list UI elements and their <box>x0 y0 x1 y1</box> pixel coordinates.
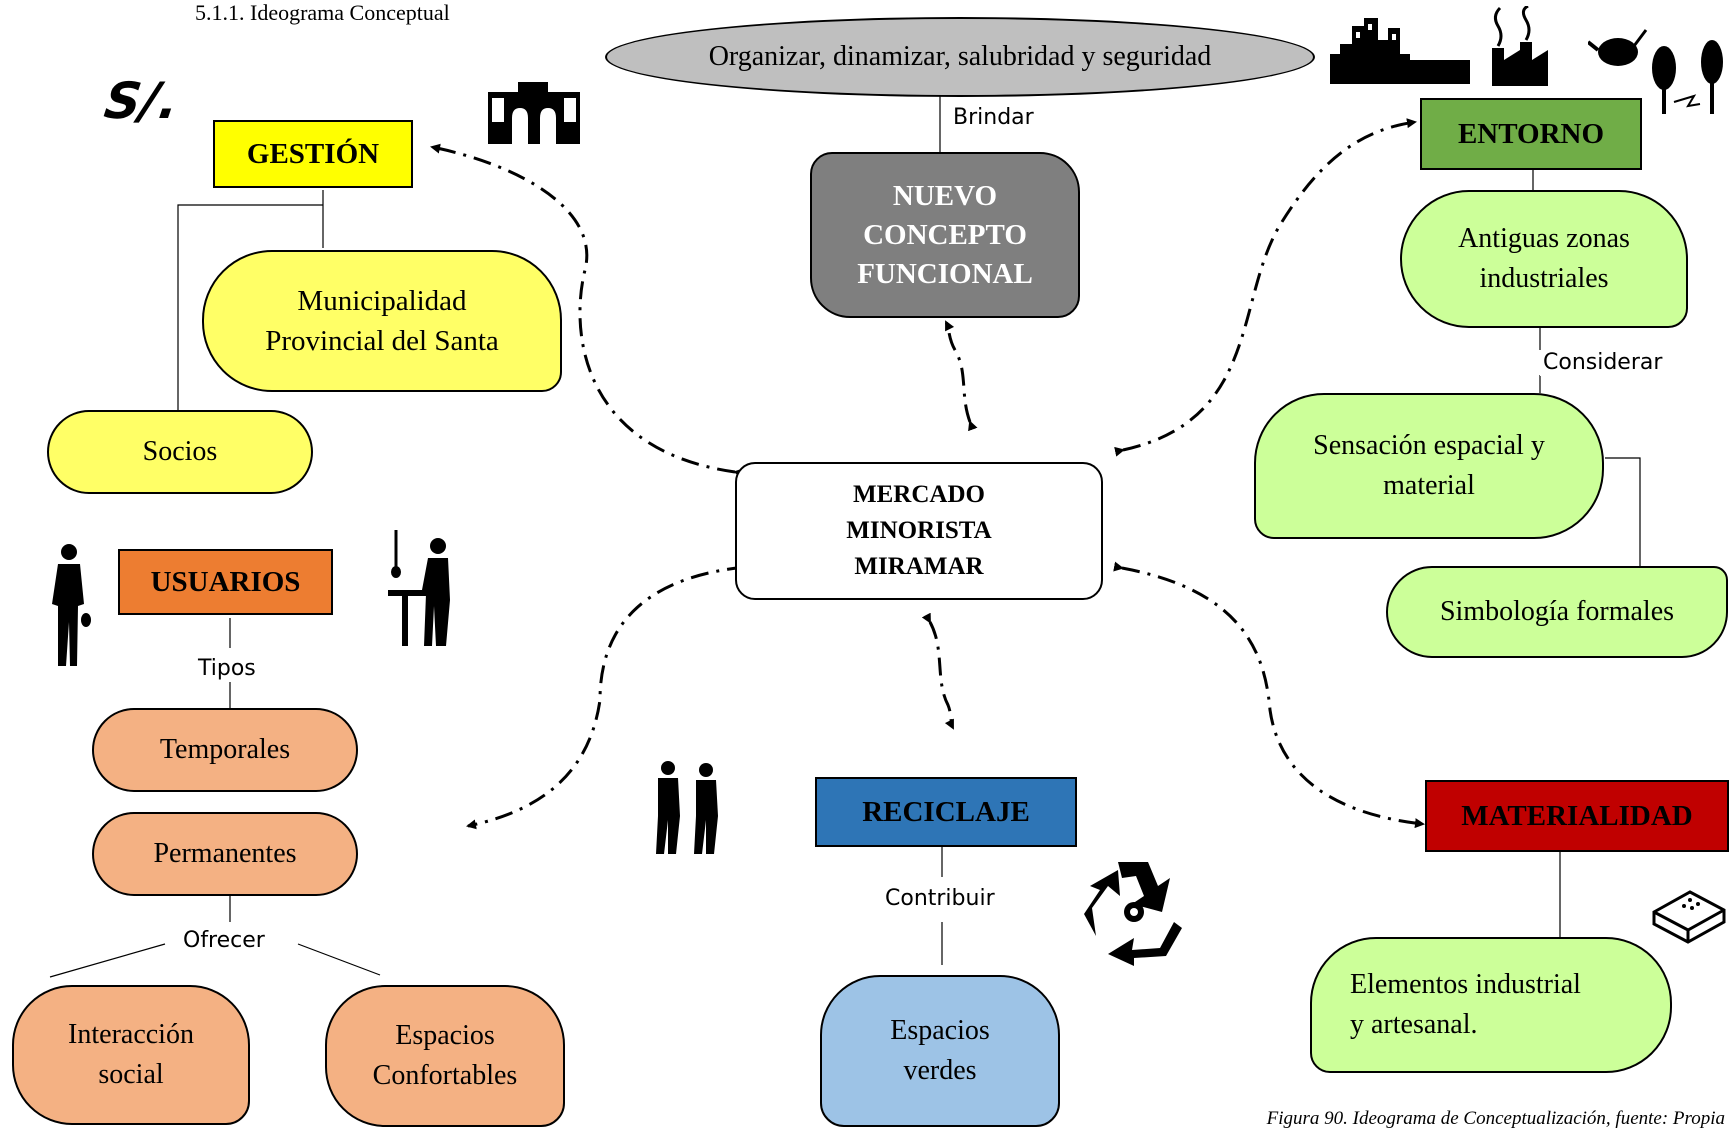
interaccion-line-2: social <box>98 1059 164 1090</box>
factory-icon <box>1492 6 1548 86</box>
usuarios-title: USUARIOS <box>150 565 301 598</box>
section-heading: 5.1.1. Ideograma Conceptual <box>195 0 450 25</box>
person-walking-icon <box>52 544 91 666</box>
interaccion-node: Interacción social <box>12 985 250 1125</box>
goal-text: Organizar, dinamizar, salubridad y segur… <box>708 41 1212 72</box>
brindar-label: Brindar <box>950 105 1037 131</box>
city-skyline-icon <box>1330 18 1470 84</box>
materialidad-title-box: MATERIALIDAD <box>1425 780 1729 852</box>
sensacion-simbologia-line <box>1605 457 1641 566</box>
trees-icon <box>1652 40 1723 114</box>
brick-block-icon <box>1652 890 1726 944</box>
tipos-label: Tipos <box>195 656 259 682</box>
reciclaje-title: RECICLAJE <box>862 795 1030 828</box>
gestion-title-box: GESTIÓN <box>213 120 413 188</box>
gestion-title: GESTIÓN <box>246 137 380 170</box>
center-line-3: MIRAMAR <box>854 553 984 580</box>
elementos-line-1: Elementos industrial <box>1350 969 1581 1000</box>
temporales-node: Temporales <box>92 708 358 792</box>
center-line-1: MERCADO <box>853 481 985 508</box>
tree-bird-icon <box>1588 29 1648 66</box>
concept-line-3: FUNCIONAL <box>857 257 1033 290</box>
concept-line-1: NUEVO <box>892 179 998 212</box>
arrow-center-concept <box>944 320 978 432</box>
entorno-title-box: ENTORNO <box>1420 98 1642 170</box>
espacios-line-1: Espacios <box>395 1020 495 1051</box>
vendor-at-counter-icon <box>388 530 450 646</box>
municipalidad-line-2: Provincial del Santa <box>265 325 499 357</box>
sensacion-line-2: material <box>1383 470 1475 501</box>
concept-box: NUEVO CONCEPTO FUNCIONAL <box>810 152 1080 318</box>
center-line-2: MINORISTA <box>846 517 992 544</box>
zonas-line-2: industriales <box>1479 263 1609 294</box>
elementos-line-2: y artesanal. <box>1350 1009 1478 1040</box>
figure-caption: Figura 90. Ideograma de Conceptualizació… <box>1266 1108 1725 1129</box>
socios-text: Socios <box>142 436 218 467</box>
arrow-center-reciclaje <box>921 612 955 730</box>
arrow-center-gestion <box>430 143 744 479</box>
espacios-confortables-node: Espacios Confortables <box>325 985 565 1127</box>
espacios-verdes-node: Espacios verdes <box>820 975 1060 1127</box>
permanentes-text: Permanentes <box>153 838 297 869</box>
people-talking-icon <box>656 761 718 854</box>
zonas-line-1: Antiguas zonas <box>1458 223 1630 254</box>
reciclaje-title-box: RECICLAJE <box>815 777 1077 847</box>
espacios-line-2: Confortables <box>372 1060 518 1091</box>
sensacion-node: Sensación espacial y material <box>1254 393 1604 539</box>
arrow-center-entorno <box>1114 118 1417 457</box>
sensacion-line-1: Sensación espacial y <box>1313 430 1545 461</box>
contribuir-label: Contribuir <box>882 886 998 912</box>
interaccion-line-1: Interacción <box>68 1019 194 1050</box>
antiguas-zonas-node: Antiguas zonas industriales <box>1400 190 1688 328</box>
permanentes-node: Permanentes <box>92 812 358 896</box>
usuarios-title-box: USUARIOS <box>118 549 333 615</box>
simbologia-node: Simbología formales <box>1386 566 1728 658</box>
center-node: MERCADO MINORISTA MIRAMAR <box>735 462 1103 600</box>
ofrecer-label: Ofrecer <box>180 928 268 954</box>
temporales-text: Temporales <box>159 734 291 765</box>
concept-line-2: CONCEPTO <box>863 218 1027 251</box>
building-facade-icon <box>488 82 580 144</box>
recycle-icon <box>1084 862 1182 966</box>
arrow-center-materialidad <box>1113 561 1425 829</box>
ofrecer-interaccion-line <box>49 943 166 978</box>
arrow-center-usuarios <box>466 561 754 830</box>
simbologia-text: Simbología formales <box>1439 596 1675 627</box>
materialidad-title: MATERIALIDAD <box>1461 799 1693 832</box>
ofrecer-espacios-line <box>297 943 381 976</box>
verdes-line-1: Espacios <box>890 1015 990 1046</box>
goal-ellipse: Organizar, dinamizar, salubridad y segur… <box>605 17 1315 97</box>
municipalidad-line-1: Municipalidad <box>297 285 467 317</box>
verdes-line-2: verdes <box>903 1055 977 1086</box>
municipalidad-node: Municipalidad Provincial del Santa <box>202 250 562 392</box>
elementos-node: Elementos industrial y artesanal. <box>1310 937 1672 1073</box>
currency-icon: S/. <box>100 72 183 130</box>
entorno-title: ENTORNO <box>1457 117 1605 150</box>
socios-node: Socios <box>47 410 313 494</box>
gestion-to-socios-line <box>177 204 323 412</box>
considerar-label: Considerar <box>1540 350 1666 376</box>
